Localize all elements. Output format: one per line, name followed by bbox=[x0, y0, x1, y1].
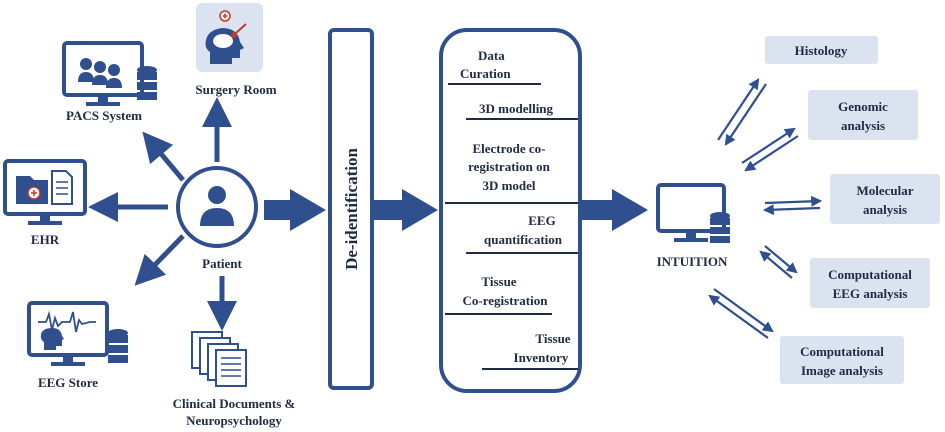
eeg-store-label: EEG Store bbox=[38, 375, 98, 390]
deidentification-label: De-identification bbox=[342, 148, 361, 270]
computational-image-label-line-2: Image analysis bbox=[801, 363, 883, 378]
histology-label: Histology bbox=[795, 43, 848, 58]
arrow-to-eeg bbox=[134, 234, 185, 286]
step-electrode-line-1: Electrode co- bbox=[472, 141, 545, 156]
patient-node: Patient bbox=[176, 166, 258, 271]
step-data-curation-line-2: Curation bbox=[460, 66, 511, 81]
analysis-computational-eeg: Computational EEG analysis bbox=[810, 258, 930, 308]
clinical-label-line-1: Clinical Documents & bbox=[173, 396, 296, 411]
step-tissue-inventory-line-2: Inventory bbox=[514, 350, 569, 365]
computer-database-icon bbox=[656, 183, 730, 243]
arrow-pipeline-to-intuition bbox=[582, 189, 648, 231]
computational-eeg-label-line-2: EEG analysis bbox=[833, 286, 908, 301]
source-clinical: Clinical Documents & Neuropsychology bbox=[173, 331, 296, 428]
documents-stack-icon bbox=[191, 331, 247, 387]
pacs-label: PACS System bbox=[66, 108, 142, 123]
patient-spokes bbox=[88, 97, 237, 331]
step-3d-modelling: 3D modelling bbox=[479, 101, 554, 116]
arrow-to-genomic bbox=[741, 127, 796, 164]
intuition-label: INTUITION bbox=[657, 254, 728, 269]
arrow-from-molecular bbox=[762, 204, 821, 216]
source-ehr: EHR bbox=[3, 159, 87, 247]
surgery-label: Surgery Room bbox=[195, 82, 276, 97]
analysis-histology: Histology bbox=[765, 36, 878, 64]
step-tissue-coreg-line-2: Co-registration bbox=[463, 293, 549, 308]
arrow-to-computational-eeg bbox=[764, 245, 798, 274]
arrow-to-pacs bbox=[142, 131, 185, 182]
step-tissue-coreg-line-1: Tissue bbox=[481, 274, 516, 289]
analysis-molecular: Molecular analysis bbox=[830, 174, 940, 224]
step-eeg-line-2: quantification bbox=[484, 232, 563, 247]
molecular-label-line-1: Molecular bbox=[856, 183, 913, 198]
monitor-database-icon bbox=[62, 41, 157, 106]
genomic-label-line-1: Genomic bbox=[838, 99, 888, 114]
brain-medical-icon bbox=[205, 10, 247, 64]
step-electrode-line-2: registration on bbox=[468, 159, 550, 174]
source-eeg: EEG Store bbox=[27, 301, 128, 390]
arrow-to-molecular bbox=[764, 195, 823, 207]
arrow-from-histology bbox=[724, 83, 767, 146]
analysis-genomic: Genomic analysis bbox=[808, 90, 918, 140]
folder-document-icon bbox=[3, 159, 87, 225]
arrow-patient-to-deid bbox=[264, 189, 326, 231]
step-data-curation-line-1: Data bbox=[478, 48, 505, 63]
pipeline-box: Data Curation 3D modelling Electrode co-… bbox=[439, 28, 582, 393]
molecular-label-line-2: analysis bbox=[863, 202, 907, 217]
step-electrode-line-3: 3D model bbox=[482, 178, 535, 193]
genomic-label-line-2: analysis bbox=[841, 118, 885, 133]
deidentification-box: De-identification bbox=[328, 28, 374, 390]
arrow-to-histology bbox=[717, 78, 760, 141]
source-surgery: Surgery Room bbox=[195, 3, 277, 97]
clinical-label-line-2: Neuropsychology bbox=[186, 413, 282, 428]
analysis-computational-image: Computational Image analysis bbox=[780, 336, 904, 384]
arrow-from-computational-eeg bbox=[759, 250, 793, 279]
computational-eeg-label-line-1: Computational bbox=[828, 267, 912, 282]
person-icon bbox=[200, 186, 234, 226]
patient-label: Patient bbox=[202, 256, 242, 271]
arrow-deid-to-pipeline bbox=[372, 189, 438, 231]
step-tissue-inventory-line-1: Tissue bbox=[535, 331, 570, 346]
eeg-monitor-icon bbox=[27, 301, 128, 366]
bidirectional-arrows bbox=[708, 78, 823, 339]
arrow-to-computational-image bbox=[713, 288, 774, 333]
source-pacs: PACS System bbox=[62, 41, 157, 123]
ehr-label: EHR bbox=[31, 232, 60, 247]
flow-arrows bbox=[264, 189, 648, 231]
step-eeg-line-1: EEG bbox=[528, 213, 555, 228]
arrow-from-computational-image bbox=[708, 294, 769, 339]
arrow-from-genomic bbox=[744, 135, 799, 172]
intuition-node: INTUITION bbox=[656, 183, 730, 269]
computational-image-label-line-1: Computational bbox=[800, 344, 884, 359]
